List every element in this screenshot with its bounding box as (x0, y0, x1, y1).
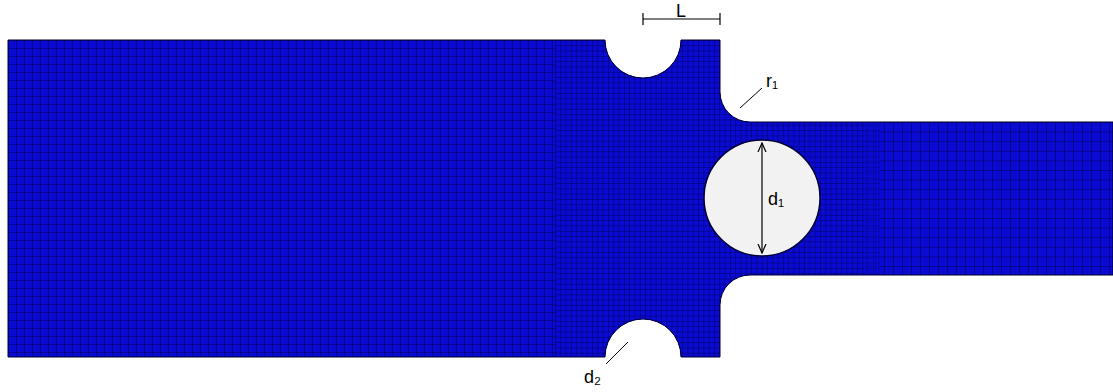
leader-line (606, 342, 628, 364)
center-hole (704, 140, 820, 256)
leader-line (740, 88, 762, 108)
diameter-label: d₁ (768, 190, 784, 208)
dimension-arrow (761, 143, 762, 253)
dimension-label: L (676, 2, 686, 20)
radius-label: r₁ (766, 72, 778, 90)
dimension-tick (719, 13, 720, 25)
diameter-label: d₂ (584, 368, 601, 386)
mesh-outline (8, 40, 1113, 357)
dimension-tick (642, 13, 643, 25)
